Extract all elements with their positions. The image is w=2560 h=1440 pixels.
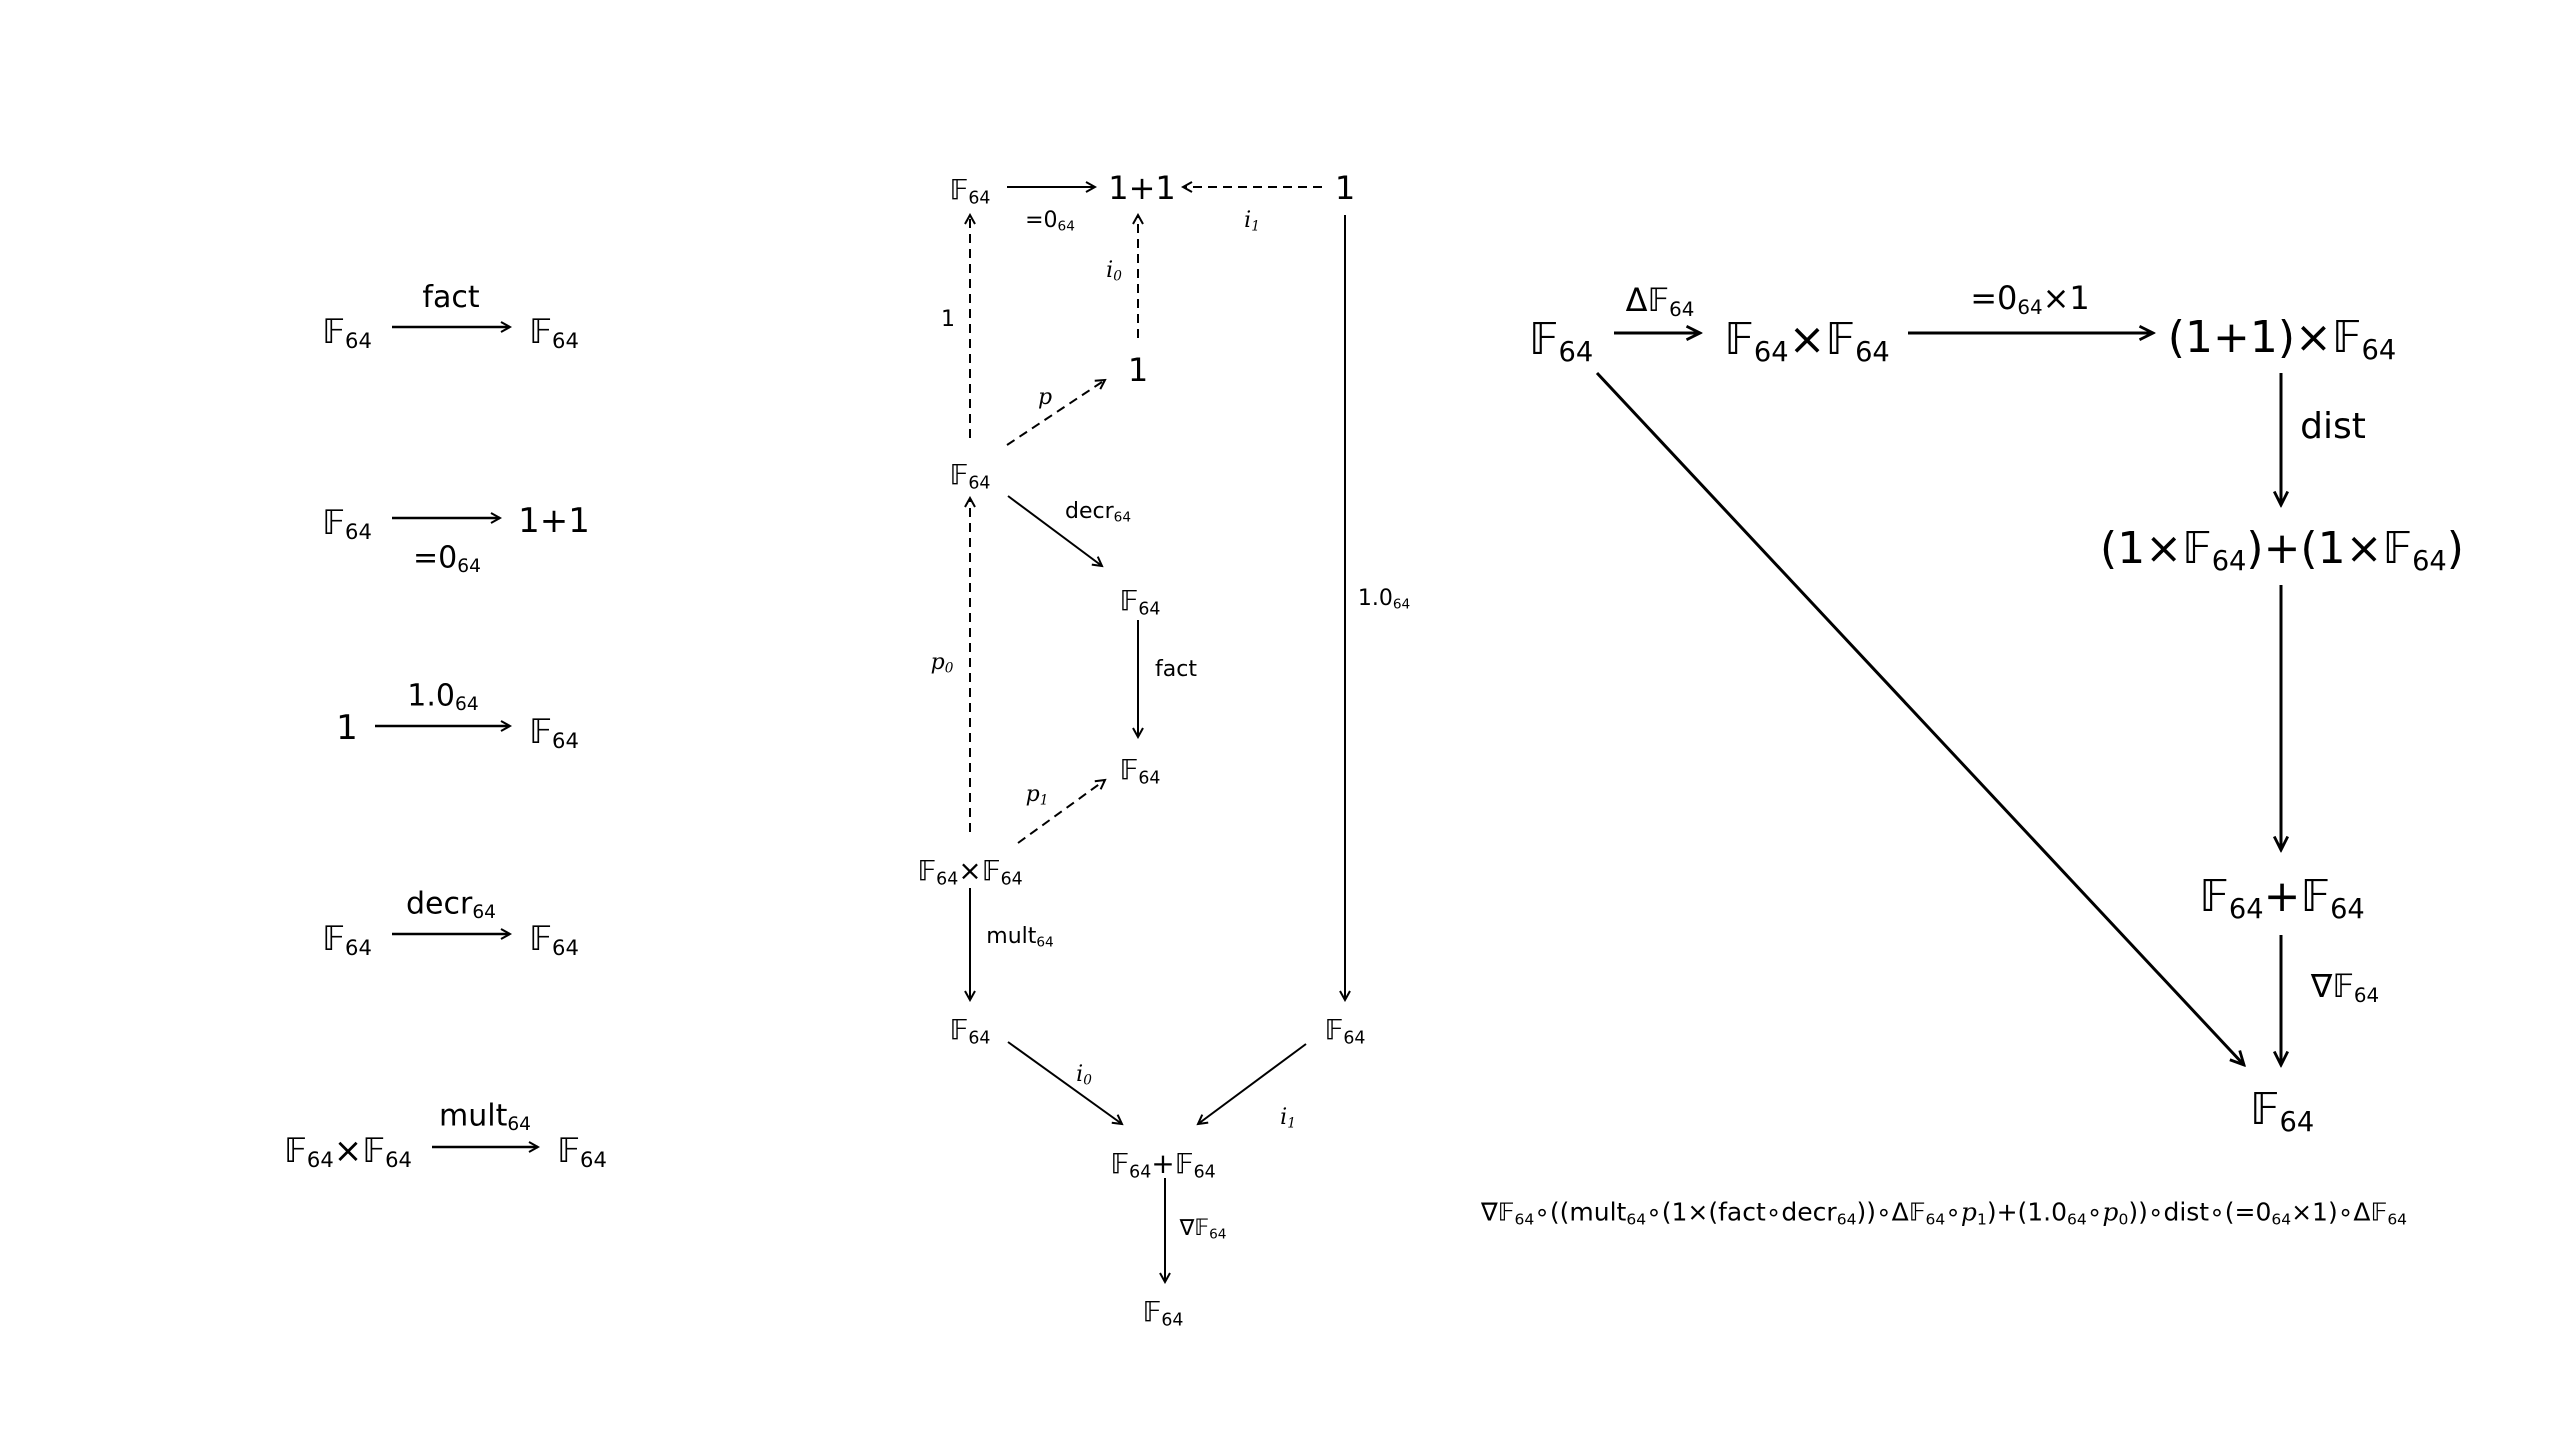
node-product: 𝔽64×𝔽64: [917, 854, 1023, 890]
node-f64-c: 𝔽64: [1119, 753, 1161, 789]
label-p1: p1: [1025, 781, 1049, 809]
node-f64-d: 𝔽64: [949, 1013, 991, 1049]
node-coproduct: 𝔽64+𝔽64: [2199, 870, 2365, 925]
node-target: 𝔽64: [529, 311, 579, 354]
label-eq0: =064: [1025, 207, 1075, 235]
arrow-center-p1: [1017, 780, 1105, 844]
label-eq0x1: =064×1: [1970, 279, 2090, 320]
label-one: 1: [941, 307, 955, 332]
node-top-one: 1: [1334, 169, 1356, 207]
label-fact: fact: [1155, 657, 1197, 682]
node-distributed: (1×𝔽64)+(1×𝔽64): [2100, 522, 2464, 577]
node-source: 𝔽64×𝔽64: [284, 1130, 412, 1173]
label-i0-top: i0: [1106, 257, 1122, 285]
node-source: 1: [336, 708, 358, 748]
node-target: 𝔽64: [529, 918, 579, 961]
label-p0: p0: [930, 649, 954, 677]
node-source: 𝔽64: [322, 311, 372, 354]
node-target: 1+1: [518, 501, 590, 541]
node-f64-b: 𝔽64: [1119, 584, 1161, 620]
label-decr: decr64: [1065, 498, 1131, 526]
node-target: 𝔽64: [529, 711, 579, 754]
node-top-sum: 1+1: [1108, 169, 1176, 207]
label-eq0: =064: [413, 540, 481, 578]
label-codiag: ∇𝔽64: [1179, 1215, 1227, 1243]
node-source: 𝔽64: [322, 918, 372, 961]
composite-formula: ∇𝔽64∘((mult64∘(1×(fact∘decr64))∘Δ𝔽64∘p1)…: [1480, 1197, 2408, 1229]
arrow-center-i0-bottom: [1007, 1041, 1122, 1124]
node-f64-a: 𝔽64: [949, 458, 991, 494]
label-codiag: ∇𝔽64: [2310, 967, 2380, 1008]
label-mult: mult64: [986, 923, 1054, 951]
label-i1-top: i1: [1244, 207, 1260, 235]
label-const: 1.064: [407, 678, 479, 716]
label-mult: mult64: [438, 1098, 532, 1136]
arrow-center-i1-bottom: [1198, 1043, 1307, 1124]
arrow-right-composite: [1595, 371, 2244, 1065]
node-start: 𝔽64: [1528, 313, 1594, 368]
node-mid-one: 1: [1127, 351, 1149, 389]
node-top-f64: 𝔽64: [949, 173, 991, 209]
node-coproduct: 𝔽64+𝔽64: [1110, 1147, 1216, 1183]
node-target: 𝔽64: [557, 1130, 607, 1173]
label-i0-bottom: i0: [1076, 1061, 1092, 1089]
label-fact: fact: [422, 280, 480, 315]
label-i1-bottom: i1: [1280, 1104, 1296, 1132]
node-source: 𝔽64: [322, 502, 372, 545]
label-const: 1.064: [1357, 585, 1411, 613]
label-decr: decr64: [406, 886, 496, 924]
node-sum-product: (1+1)×𝔽64: [2167, 311, 2397, 366]
arrow-center-decr: [1007, 495, 1102, 566]
label-dist: dist: [2300, 406, 2366, 447]
node-result: 𝔽64: [1142, 1295, 1184, 1331]
label-p: p: [1037, 385, 1053, 410]
node-f64-e: 𝔽64: [1324, 1013, 1366, 1049]
node-result: 𝔽64: [2249, 1083, 2315, 1138]
label-diag: Δ𝔽64: [1625, 281, 1695, 322]
node-product: 𝔽64×𝔽64: [1724, 313, 1890, 368]
arrow-center-p: [1006, 380, 1105, 446]
